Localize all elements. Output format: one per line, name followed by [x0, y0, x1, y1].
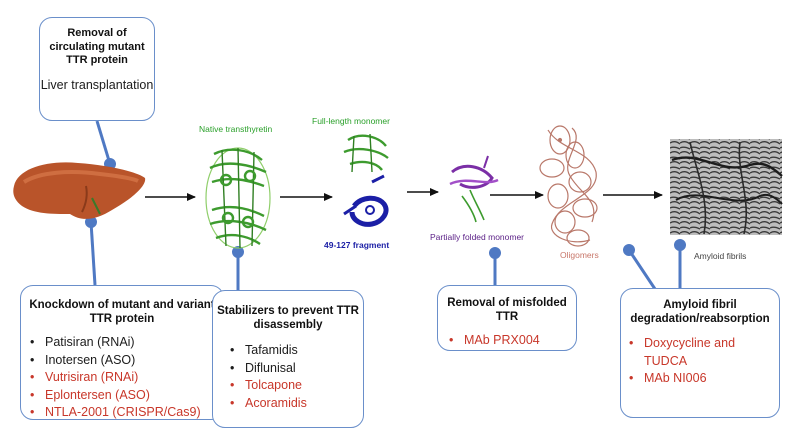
therapy-item: NTLA-2001 (CRISPR/Cas9) — [27, 404, 223, 422]
label-full-length-monomer: Full-length monomer — [312, 116, 390, 126]
box-amyloid-degradation: Amyloid fibril degradation/reabsorption … — [620, 288, 780, 418]
box-body: Liver transplantation — [40, 77, 154, 94]
therapy-list: Doxycycline and TUDCA MAb NI006 — [621, 335, 779, 388]
label-native-transthyretin: Native transthyretin — [199, 124, 272, 134]
label-amyloid-fibrils: Amyloid fibrils — [694, 251, 746, 261]
therapy-list: MAb PRX004 — [438, 332, 576, 350]
therapy-item: Tolcapone — [227, 377, 363, 395]
box-title: Stabilizers to prevent TTR disassembly — [213, 304, 363, 332]
connector-liver-bottom — [91, 222, 95, 285]
amyloid-fibrils-image — [670, 139, 782, 235]
connector-liver-top — [97, 121, 110, 164]
connector-oligomers — [629, 250, 655, 289]
connector-dot-misfolded — [491, 249, 500, 258]
connector-dot-oligomers — [625, 246, 634, 255]
connector-dot-stabilizers — [234, 248, 243, 257]
therapy-item: Patisiran (RNAi) — [27, 334, 223, 352]
native-ttr-structure — [206, 148, 270, 248]
box-title: Removal of circulating mutant TTR protei… — [40, 27, 154, 68]
therapy-item: Acoramidis — [227, 395, 363, 413]
box-stabilizers: Stabilizers to prevent TTR disassembly T… — [212, 290, 364, 428]
label-fragment: 49-127 fragment — [324, 240, 389, 250]
therapy-item: MAb NI006 — [626, 370, 769, 388]
connector-dot-fibrils — [676, 241, 685, 250]
box-title: Removal of misfolded TTR — [438, 296, 576, 324]
therapy-list: Patisiran (RNAi) Inotersen (ASO) Vutrisi… — [21, 334, 223, 422]
box-knockdown: Knockdown of mutant and variant TTR prot… — [20, 285, 224, 420]
therapy-item: Diflunisal — [227, 360, 363, 378]
therapy-item: MAb PRX004 — [446, 332, 576, 350]
therapy-item: Tafamidis — [227, 342, 363, 360]
therapy-list: Tafamidis Diflunisal Tolcapone Acoramidi… — [213, 342, 363, 412]
therapy-item: Inotersen (ASO) — [27, 352, 223, 370]
fragment-structure — [344, 176, 386, 224]
therapy-item: Eplontersen (ASO) — [27, 387, 223, 405]
liver-icon — [13, 162, 145, 219]
box-title: Knockdown of mutant and variant TTR prot… — [21, 298, 223, 326]
box-misfolded-removal: Removal of misfolded TTR MAb PRX004 — [437, 285, 577, 351]
monomer-structure — [344, 134, 388, 172]
label-oligomers: Oligomers — [560, 250, 599, 260]
oligomers-structure — [540, 126, 597, 246]
partially-folded-structure — [450, 156, 498, 222]
box-liver-transplantation: Removal of circulating mutant TTR protei… — [39, 17, 155, 121]
therapy-item: Doxycycline and TUDCA — [626, 335, 769, 370]
label-partially-folded-monomer: Partially folded monomer — [430, 232, 524, 242]
therapy-item: Vutrisiran (RNAi) — [27, 369, 223, 387]
box-title: Amyloid fibril degradation/reabsorption — [621, 298, 779, 326]
